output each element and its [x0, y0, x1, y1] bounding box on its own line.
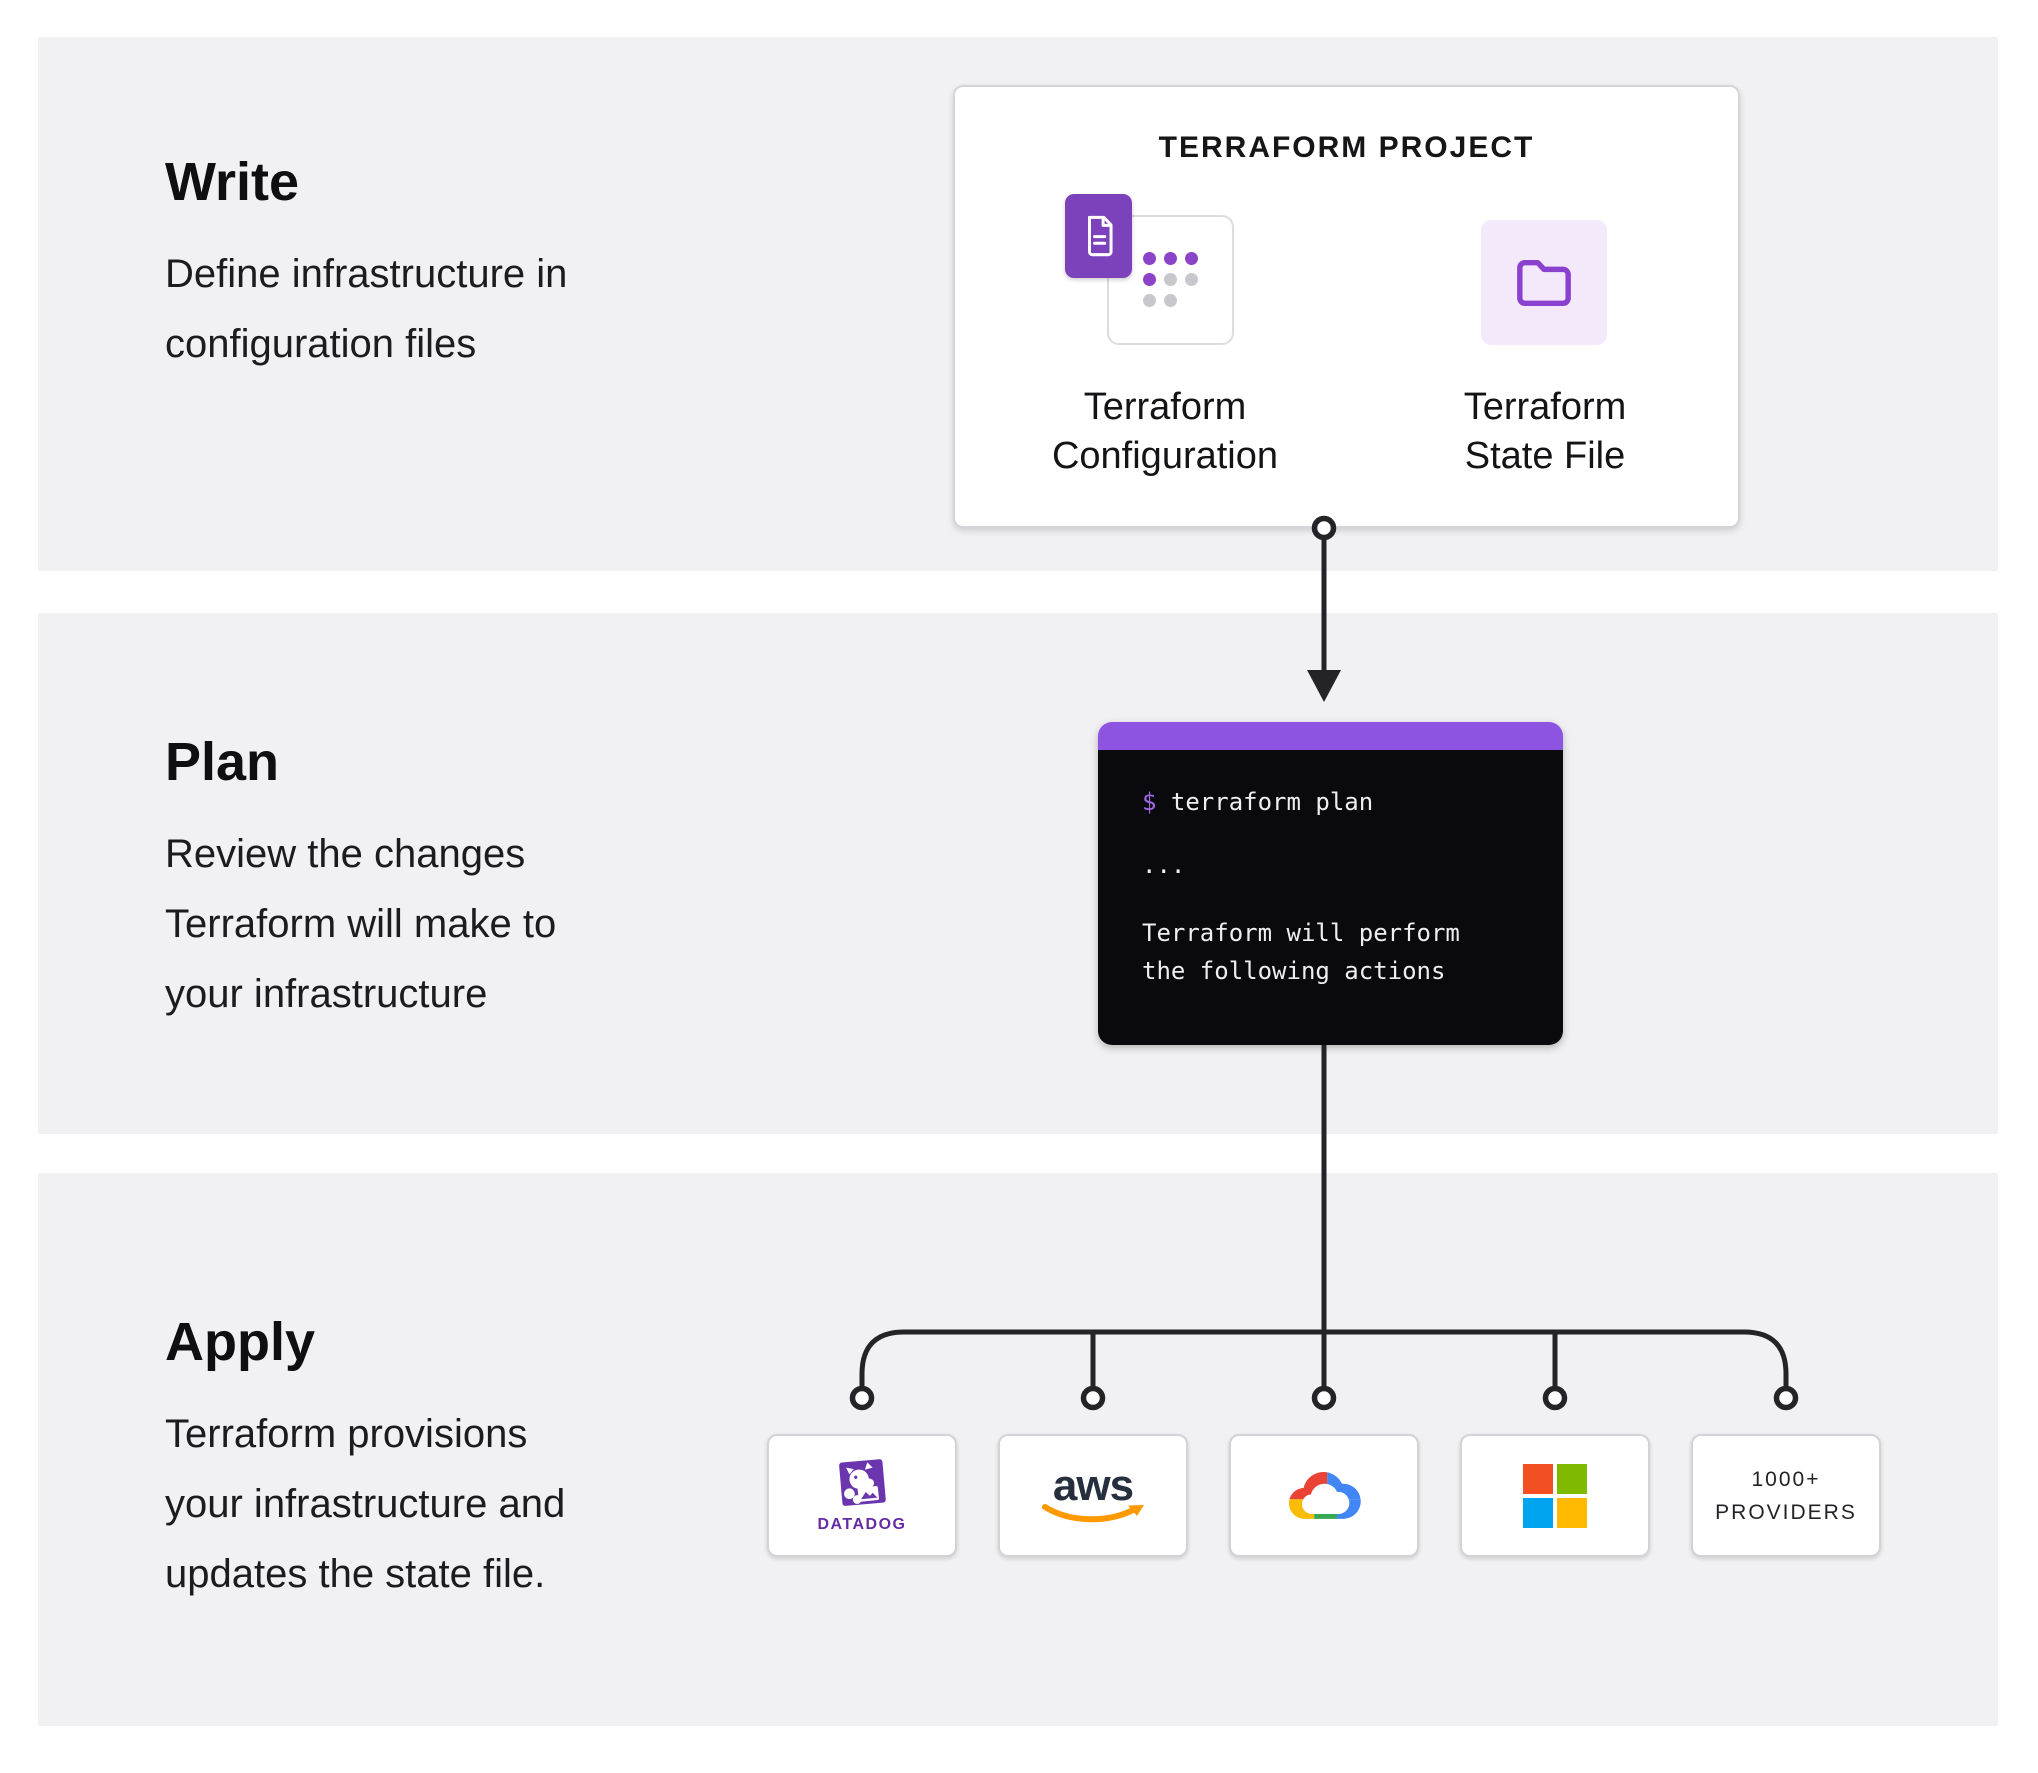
providers-count-label: 1000+ PROVIDERS — [1715, 1467, 1857, 1524]
dot — [1164, 294, 1177, 307]
microsoft-logo — [1523, 1463, 1587, 1528]
dot — [1164, 252, 1177, 265]
terminal-ellipsis: ... — [1142, 851, 1186, 879]
dot — [1143, 252, 1156, 265]
provider-card-microsoft — [1460, 1434, 1650, 1557]
terminal-command: terraform plan — [1170, 788, 1374, 816]
project-card-title: TERRAFORM PROJECT — [1158, 131, 1535, 164]
terraform-state-folder-icon — [1481, 220, 1607, 345]
datadog-wordmark: DATADOG — [817, 1516, 907, 1533]
terminal-header-bar — [1098, 722, 1563, 750]
folder-icon — [1517, 259, 1571, 306]
plan-description: Review the changes Terraform will make t… — [165, 832, 557, 1016]
provider-card-datadog: DATADOG — [767, 1434, 957, 1557]
plan-heading: Plan — [165, 732, 280, 792]
apply-heading: Apply — [165, 1312, 316, 1372]
file-text-icon — [1087, 215, 1113, 257]
provider-card-aws: aws — [998, 1434, 1188, 1557]
terraform-configuration-document-icon — [1065, 194, 1132, 278]
terraform-configuration-label: Terraform Configuration — [1051, 386, 1279, 477]
dots-grid-icon — [1143, 252, 1198, 307]
plan-section-panel — [38, 613, 1998, 1134]
terminal-prompt: $ — [1142, 788, 1157, 816]
aws-smile-arrow-icon — [1042, 1503, 1144, 1522]
write-description: Define infrastructure in configuration f… — [165, 252, 568, 366]
terminal-command-line: $ terraform plan — [1142, 788, 1373, 816]
aws-wordmark: aws — [1052, 1460, 1134, 1510]
dot — [1143, 294, 1156, 307]
terraform-project-card: TERRAFORM PROJECT — [953, 85, 1740, 528]
dot — [1164, 273, 1177, 286]
provider-card-google-cloud — [1229, 1434, 1419, 1557]
provider-card-more-providers: 1000+ PROVIDERS — [1691, 1434, 1881, 1557]
dot — [1143, 273, 1156, 286]
datadog-logo — [839, 1459, 886, 1506]
dot — [1185, 273, 1198, 286]
dot — [1185, 252, 1198, 265]
google-cloud-logo — [1288, 1471, 1361, 1519]
write-heading: Write — [165, 152, 300, 212]
terminal-body: $ terraform plan ... Terraform will perf… — [1098, 750, 1563, 1045]
terminal-output: Terraform will perform the following act… — [1142, 919, 1460, 985]
terminal-window: $ terraform plan ... Terraform will perf… — [1098, 722, 1563, 1045]
terraform-state-file-label: Terraform State File — [1463, 386, 1627, 477]
apply-description: Terraform provisions your infrastructure… — [165, 1412, 566, 1596]
